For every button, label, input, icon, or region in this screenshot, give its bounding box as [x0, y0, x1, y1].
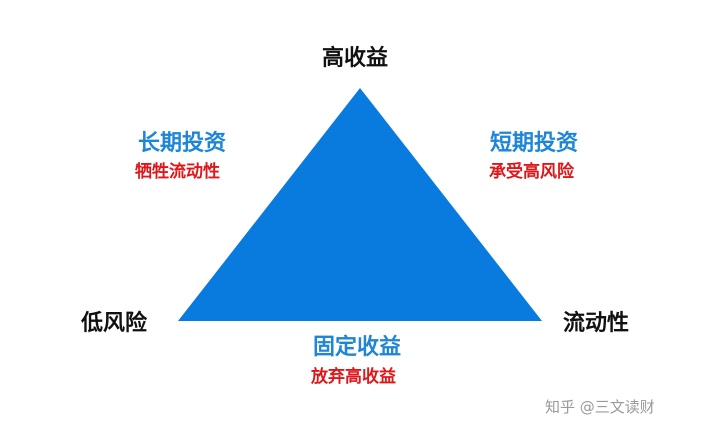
corner-label-right: 流动性 [563, 311, 630, 336]
watermark-text: 知乎 @三文读财 [545, 398, 655, 416]
long-term-tradeoff: 牺牲流动性 [135, 162, 220, 182]
fixed-income-title: 固定收益 [313, 335, 402, 360]
long-term-title: 长期投资 [138, 131, 227, 156]
short-term-tradeoff: 承受高风险 [489, 162, 574, 182]
investment-triangle [178, 88, 542, 321]
corner-label-top: 高收益 [322, 46, 389, 71]
corner-label-left: 低风险 [81, 311, 148, 336]
short-term-title: 短期投资 [490, 131, 579, 156]
fixed-income-tradeoff: 放弃高收益 [311, 367, 396, 387]
